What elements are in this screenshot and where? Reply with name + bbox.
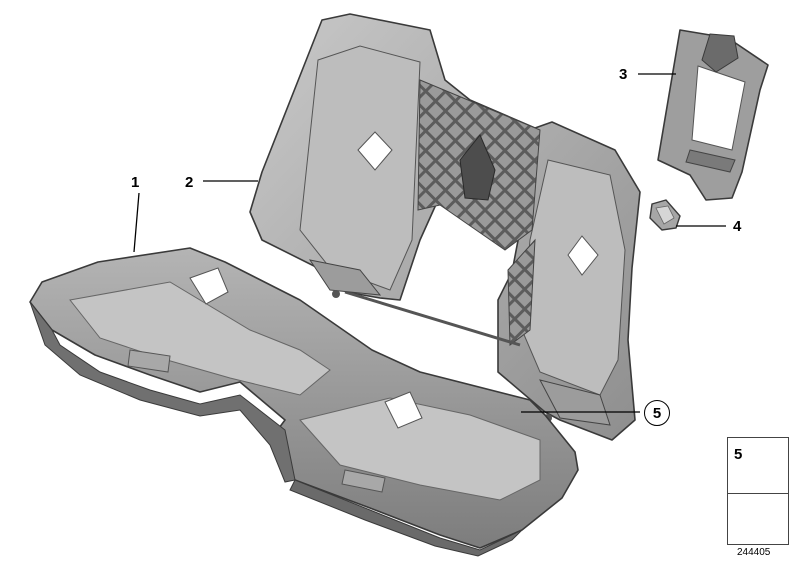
callout-3: 3 [619,66,628,83]
backrest-frame [249,13,641,441]
legend-divider [728,493,788,494]
callout-4: 4 [733,218,742,235]
leader-line-1 [133,192,140,253]
clip-part [649,199,681,231]
legend-box: 5 [727,437,789,545]
callout-1: 1 [131,174,140,191]
leader-lines [133,73,726,413]
callout-5-label: 5 [652,404,662,422]
callout-2: 2 [185,174,194,191]
diagram-id: 244405 [737,547,771,558]
seat-base-panel [29,247,579,557]
bracket-frame [657,29,769,201]
legend-part-number: 5 [734,446,743,463]
callout-5-circled: 5 [644,400,670,426]
